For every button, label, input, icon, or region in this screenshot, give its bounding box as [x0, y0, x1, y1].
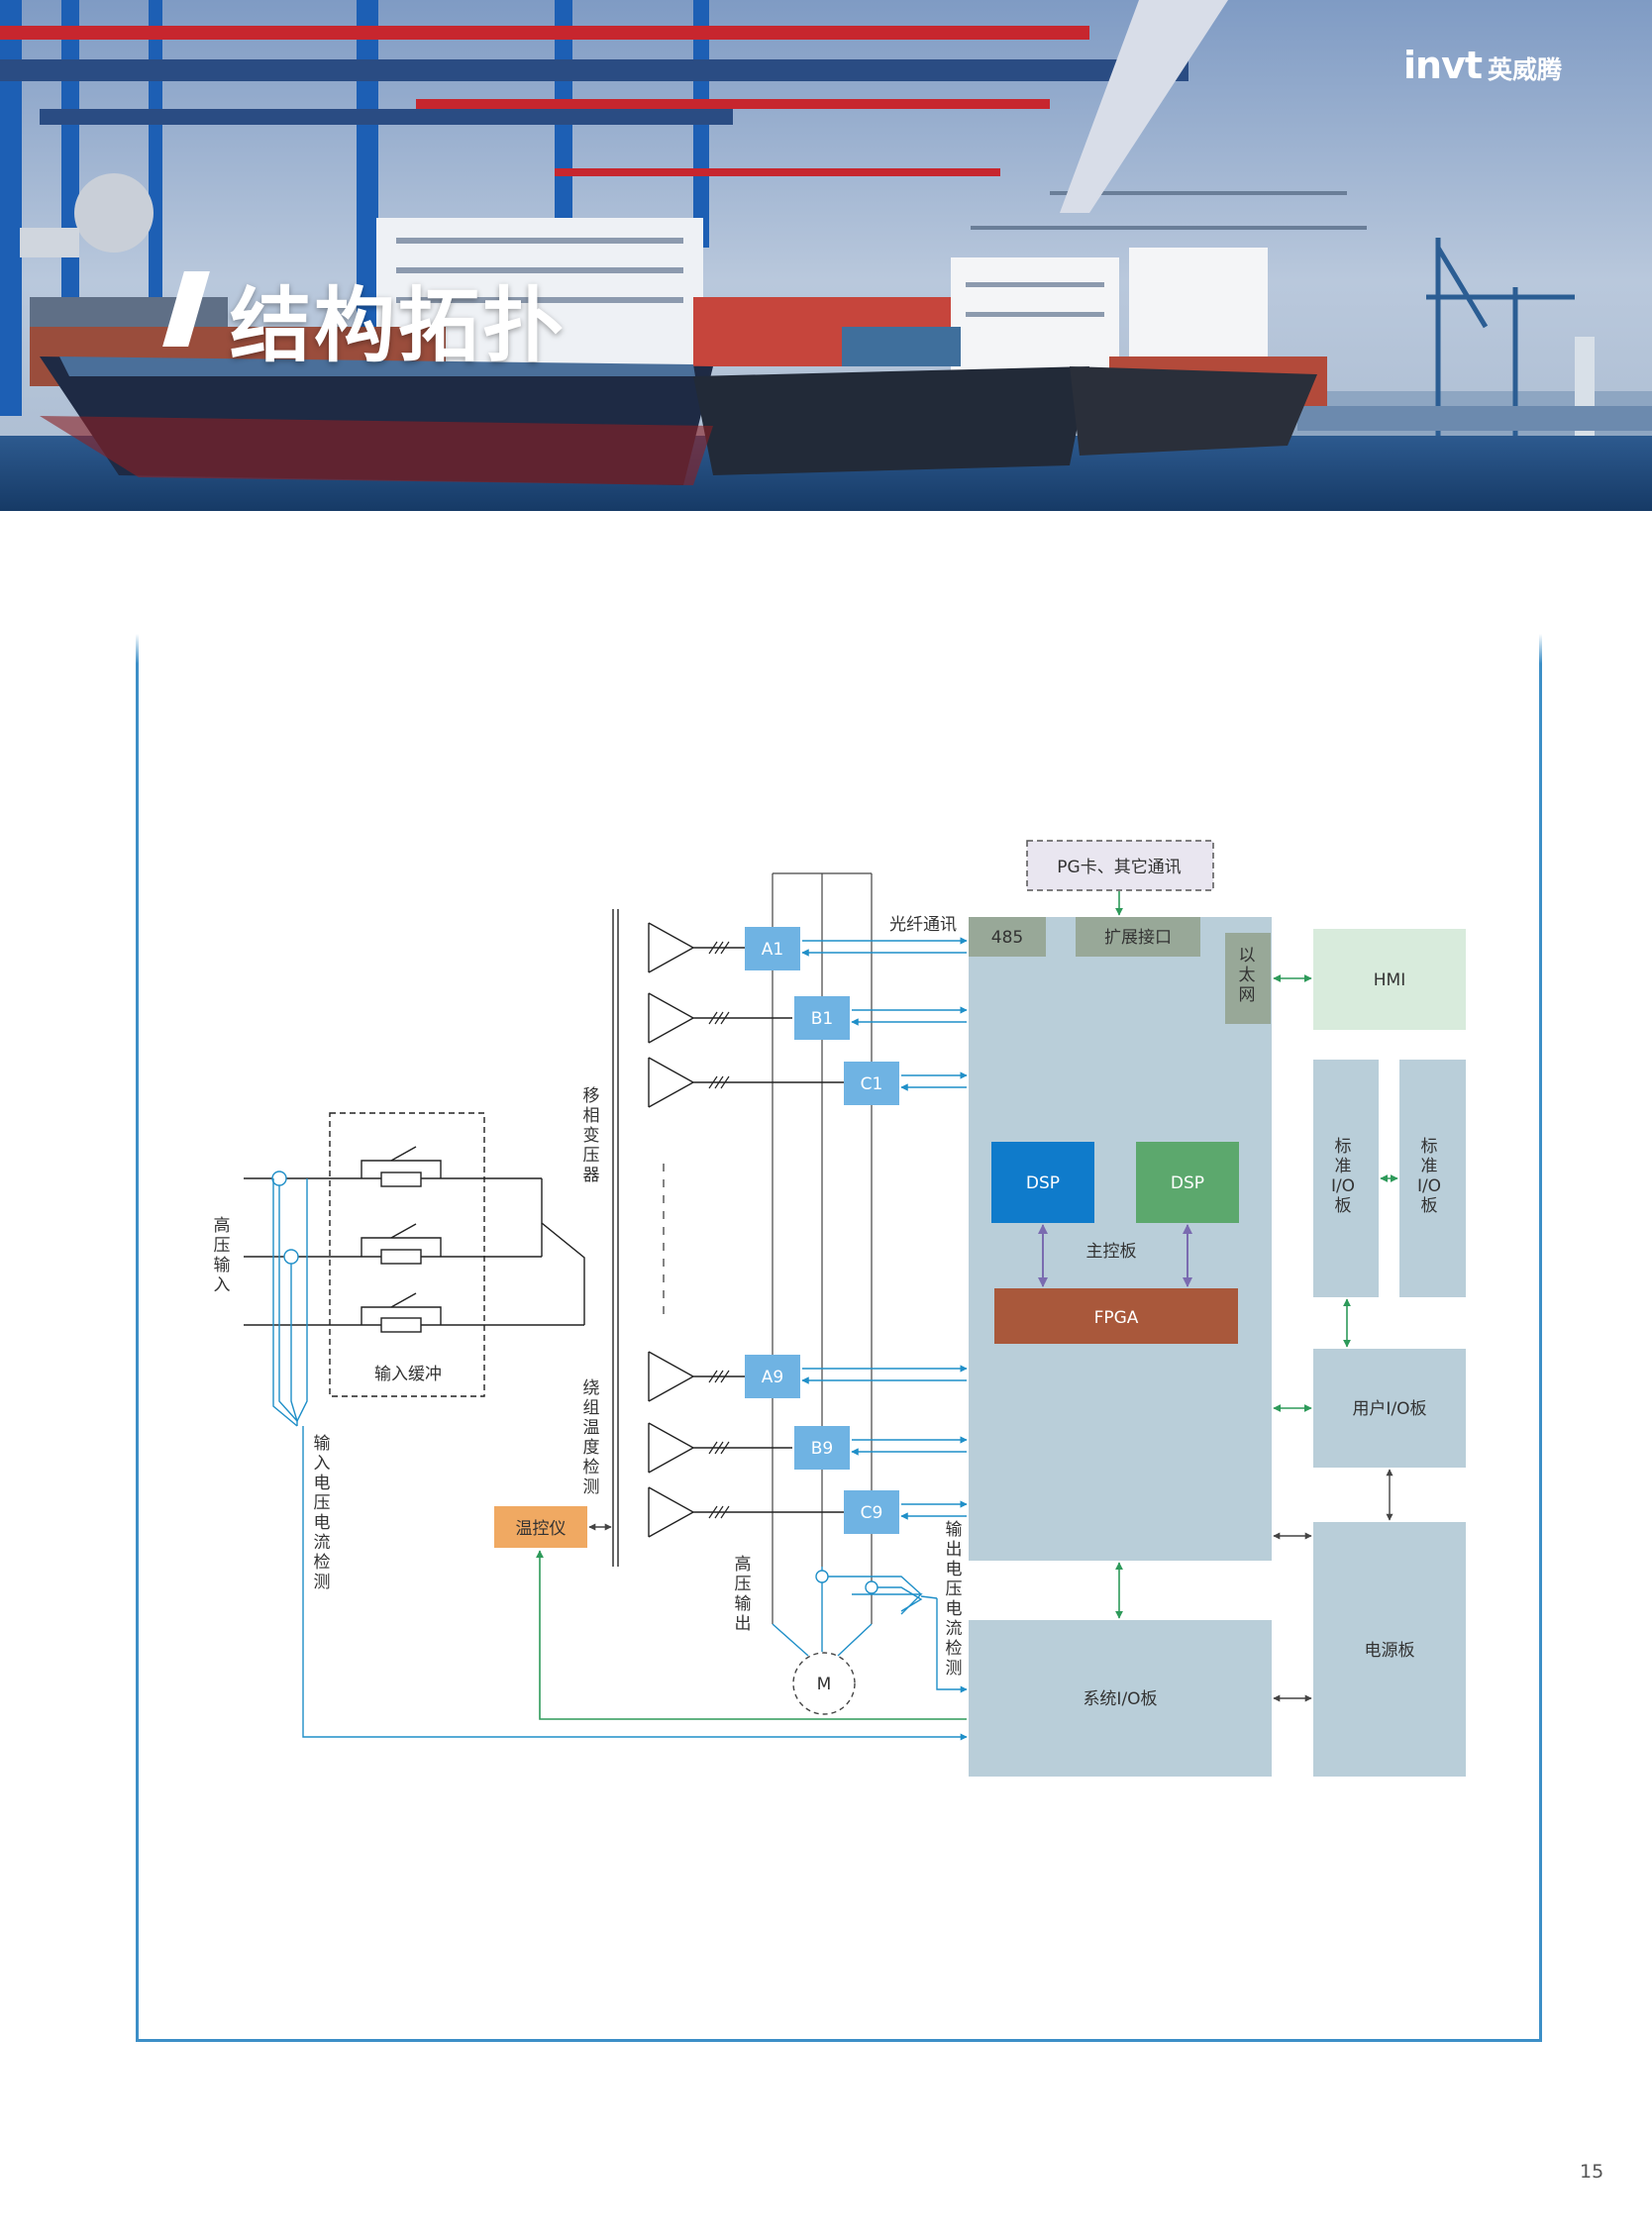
dsp-chip-1 [991, 1142, 1094, 1223]
hv-input-label: 高压输入 [214, 1216, 231, 1295]
dsp-1-label: DSP [1026, 1173, 1060, 1193]
cell-c9 [844, 1490, 899, 1534]
output-vi-detect-label: 输出电压电流检测 [946, 1520, 963, 1679]
temp-controller-label: 温控仪 [516, 1519, 567, 1539]
brand-logo-latin: invt [1403, 44, 1483, 87]
dsp-2-label: DSP [1171, 1173, 1204, 1193]
user-io-board [1313, 1349, 1466, 1468]
power-board-label: 电源板 [1365, 1641, 1415, 1661]
input-buffer-label: 输入缓冲 [374, 1365, 442, 1384]
standard-io-board-2 [1399, 1060, 1466, 1297]
page-title: 结构拓扑 [230, 279, 568, 373]
port-photo [0, 0, 1652, 511]
fpga-label: FPGA [1094, 1308, 1139, 1328]
cell-a9-label: A9 [762, 1368, 783, 1387]
expansion-port [1076, 917, 1200, 957]
hmi-label: HMI [1374, 970, 1405, 990]
cell-b1 [794, 996, 850, 1040]
brand-logo: invt 英威腾 [1403, 44, 1562, 87]
cell-a1 [745, 927, 800, 970]
header-banner: 结构拓扑 invt 英威腾 [0, 0, 1652, 511]
system-io-label: 系统I/O板 [1083, 1689, 1157, 1709]
main-board-label: 主控板 [1086, 1242, 1137, 1262]
standard-io-board-1 [1313, 1060, 1379, 1297]
user-io-label: 用户I/O板 [1352, 1399, 1426, 1419]
page-number: 15 [1580, 2161, 1604, 2183]
hmi-box [1313, 929, 1466, 1030]
cell-c1-label: C1 [861, 1074, 883, 1094]
fiber-comm-label: 光纤通讯 [889, 915, 957, 935]
cell-a1-label: A1 [762, 940, 783, 960]
cell-b9 [794, 1426, 850, 1470]
port-485 [969, 917, 1046, 957]
input-vi-detect-label: 输入电压电流检测 [314, 1434, 331, 1592]
hv-output-label: 高压输出 [735, 1555, 752, 1634]
diagram-frame [136, 634, 1542, 2042]
input-buffer-box [329, 1112, 485, 1397]
ethernet-port [1225, 933, 1271, 1024]
system-io-board [969, 1620, 1272, 1777]
winding-temp-label: 绕组温度检测 [583, 1378, 600, 1497]
phase-transformer-label: 移相变压器 [583, 1086, 600, 1185]
motor-label: M [817, 1675, 832, 1694]
expansion-port-label: 扩展接口 [1104, 928, 1172, 948]
cell-b1-label: B1 [811, 1009, 833, 1029]
brand-logo-chinese: 英威腾 [1488, 55, 1563, 84]
cell-c9-label: C9 [861, 1503, 883, 1523]
pg-card-box [1026, 840, 1214, 891]
transformer-secondaries [648, 922, 844, 1538]
motor [792, 1652, 856, 1715]
cell-a9 [745, 1355, 800, 1398]
cell-c1 [844, 1062, 899, 1105]
fpga-chip [994, 1288, 1238, 1344]
dsp-chip-2 [1136, 1142, 1239, 1223]
ethernet-label: 以太网 [1239, 946, 1256, 1005]
power-board [1313, 1522, 1466, 1777]
pg-card-label: PG卡、其它通讯 [1057, 858, 1181, 877]
port-485-label: 485 [991, 928, 1023, 948]
power-cells [745, 927, 899, 1534]
cell-b9-label: B9 [811, 1439, 833, 1459]
temperature-controller [494, 1506, 587, 1548]
main-control-board [969, 917, 1272, 1561]
